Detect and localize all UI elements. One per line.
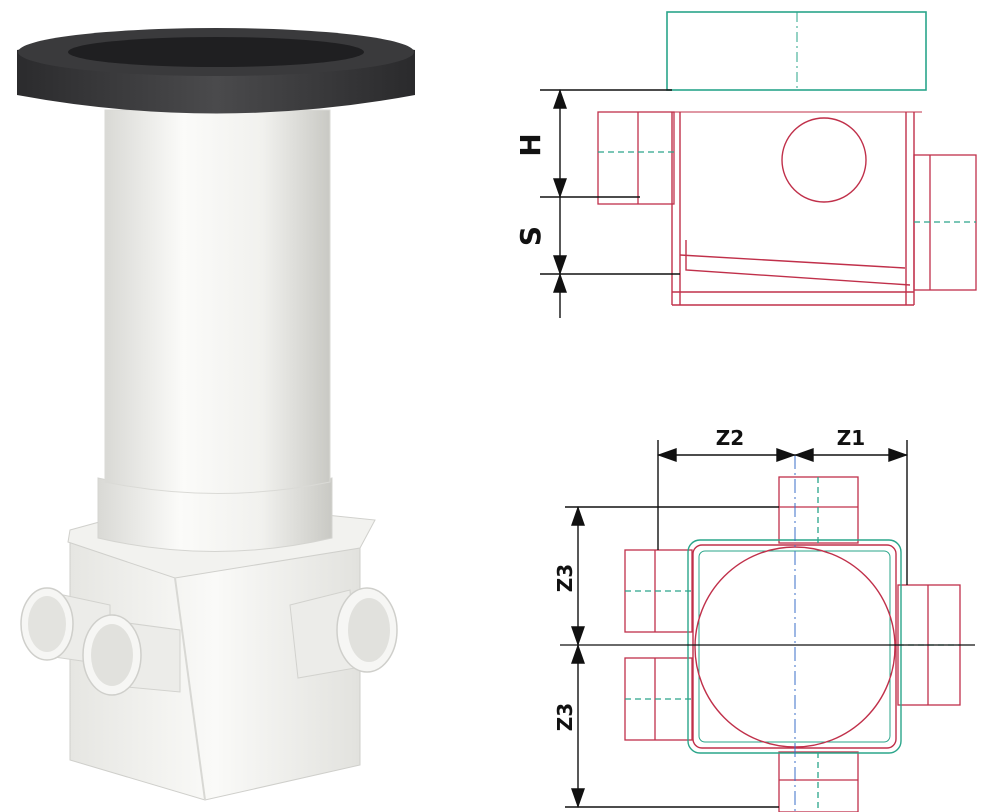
plan-spigot-left-upper xyxy=(624,549,693,633)
plan-dimensions xyxy=(565,440,909,809)
label-z2: Z2 xyxy=(716,426,744,450)
riser-pipe xyxy=(104,109,331,494)
label-z3-lower: Z3 xyxy=(553,703,577,731)
plan-spigot-top xyxy=(778,476,859,544)
plan-view: Z2 Z1 Z3 Z3 xyxy=(553,426,975,812)
plan-spigot-bottom xyxy=(778,751,859,812)
plan-spigot-left-lower xyxy=(624,657,693,741)
product-photo xyxy=(17,28,415,801)
label-h: H xyxy=(514,133,547,156)
section-right-spigot xyxy=(913,154,977,291)
section-view: H S xyxy=(514,11,977,318)
inlet-left-2 xyxy=(82,614,181,696)
inlet-right xyxy=(289,587,398,679)
label-z3-upper: Z3 xyxy=(553,564,577,592)
section-box xyxy=(671,112,915,306)
label-z1: Z1 xyxy=(837,426,865,450)
section-left-spigot xyxy=(597,111,675,205)
label-s: S xyxy=(514,226,547,246)
adjustment-ring xyxy=(17,28,415,114)
section-outlet-circle xyxy=(781,117,867,203)
section-dimensions xyxy=(540,88,680,318)
